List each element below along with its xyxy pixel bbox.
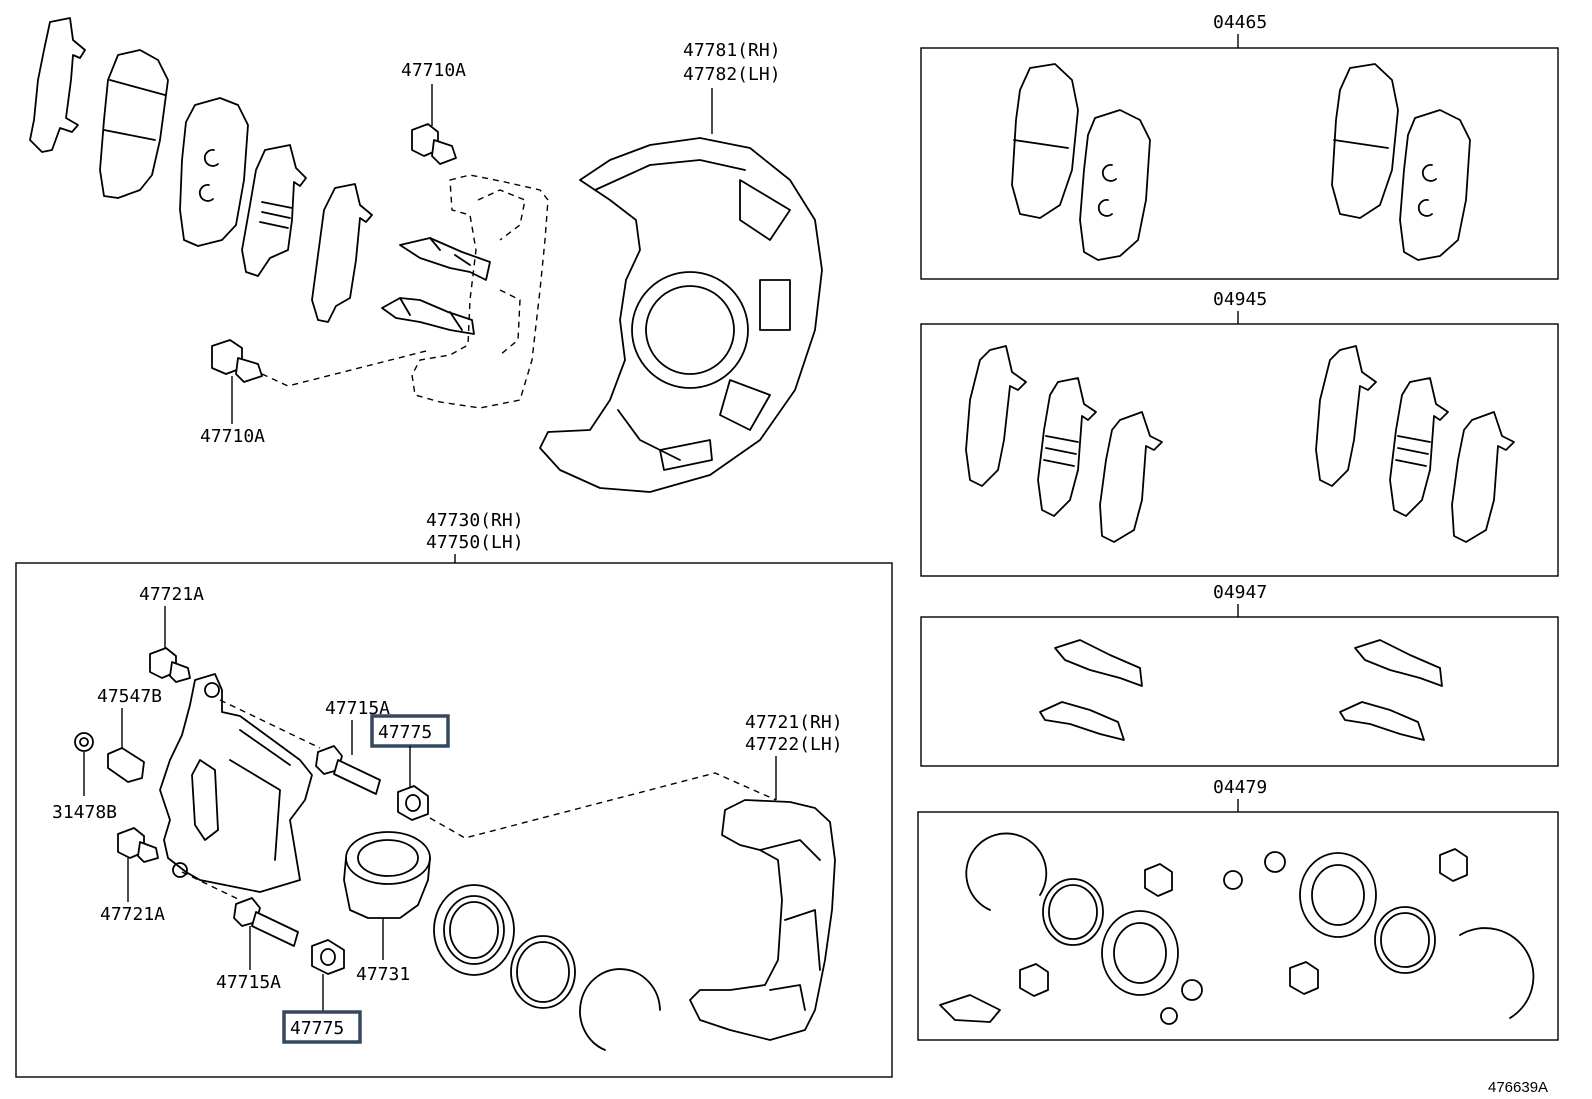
pad-support-clip-upper[interactable] xyxy=(399,237,491,281)
callout-boot-top[interactable]: 47775 xyxy=(378,722,432,743)
caliper-mounting[interactable] xyxy=(689,799,836,1041)
pin-boot-top-icon[interactable] xyxy=(397,785,429,821)
kit-04465-pad-set-right[interactable] xyxy=(1331,63,1471,261)
piston-seal[interactable] xyxy=(510,935,576,1009)
kit-04479-seal-kit-left[interactable] xyxy=(939,832,1203,1025)
kit-box-04945 xyxy=(920,323,1559,577)
kit-code-04465: 04465 xyxy=(1213,12,1267,33)
kit-box-04465 xyxy=(920,47,1559,280)
callout-bolt-top: 47710A xyxy=(401,60,466,81)
disc-brake-dust-cover[interactable] xyxy=(539,137,823,493)
callout-caliper-lh: 47750(LH) xyxy=(426,532,524,553)
callout-bolt-caliper-top: 47721A xyxy=(139,584,204,605)
anti-squeal-shim-inner[interactable] xyxy=(241,144,307,277)
slide-pin-bottom-icon[interactable] xyxy=(233,897,299,947)
kit-04479-seal-kit-right[interactable] xyxy=(1223,848,1535,1019)
pad-support-clip-lower[interactable] xyxy=(381,297,475,335)
kit-04947-clip-set-right[interactable] xyxy=(1339,639,1443,741)
set-ring[interactable] xyxy=(579,968,661,1051)
slide-pin-top-icon[interactable] xyxy=(315,745,381,795)
bleeder-cap-icon[interactable] xyxy=(74,732,94,752)
kit-04945-shim-set-right[interactable] xyxy=(1315,345,1515,543)
kit-box-04479 xyxy=(917,811,1559,1041)
callout-bleeder: 47547B xyxy=(97,686,162,707)
callout-pin-top: 47715A xyxy=(325,698,390,719)
brake-pad-inner-a[interactable] xyxy=(179,97,249,247)
callout-cap: 31478B xyxy=(52,802,117,823)
pin-boot-bottom-icon[interactable] xyxy=(311,939,345,975)
callout-mounting-rh: 47721(RH) xyxy=(745,712,843,733)
kit-code-04479: 04479 xyxy=(1213,777,1267,798)
kit-code-04945: 04945 xyxy=(1213,289,1267,310)
callout-rotor-cover-rh: 47781(RH) xyxy=(683,40,781,61)
cylinder-boot[interactable] xyxy=(433,884,515,976)
callout-bolt-bottom: 47710A xyxy=(200,426,265,447)
callout-pin-bottom: 47715A xyxy=(216,972,281,993)
callout-mounting-lh: 47722(LH) xyxy=(745,734,843,755)
kit-code-04947: 04947 xyxy=(1213,582,1267,603)
kit-box-04947 xyxy=(920,616,1559,767)
caliper-cylinder-body[interactable] xyxy=(159,673,313,893)
pad-support-plate[interactable] xyxy=(311,183,373,323)
callout-piston: 47731 xyxy=(356,964,410,985)
caliper-bolt-bottom-icon[interactable] xyxy=(117,827,159,863)
bleeder-plug-icon[interactable] xyxy=(107,747,145,783)
caliper-bolt-top-icon[interactable] xyxy=(149,647,191,683)
bolt-bottom-icon[interactable] xyxy=(211,339,263,383)
kit-04947-clip-set-left[interactable] xyxy=(1039,639,1143,741)
callout-boot-bottom-highlight xyxy=(282,1010,362,1044)
callout-rotor-cover-lh: 47782(LH) xyxy=(683,64,781,85)
caliper-piston[interactable] xyxy=(343,831,431,919)
kit-04945-shim-set-left[interactable] xyxy=(965,345,1163,543)
figure-id: 476639A xyxy=(1488,1079,1548,1096)
brake-pad-outer-a[interactable] xyxy=(99,49,169,199)
kit-04465-pad-set-left[interactable] xyxy=(1011,63,1151,261)
callout-caliper-rh: 47730(RH) xyxy=(426,510,524,531)
bolt-top-icon[interactable] xyxy=(411,123,457,165)
callout-bolt-caliper-bottom: 47721A xyxy=(100,904,165,925)
anti-squeal-shim-outer[interactable] xyxy=(29,17,86,153)
callout-boot-bottom[interactable]: 47775 xyxy=(290,1018,344,1039)
caliper-assembly-box xyxy=(15,562,893,1078)
